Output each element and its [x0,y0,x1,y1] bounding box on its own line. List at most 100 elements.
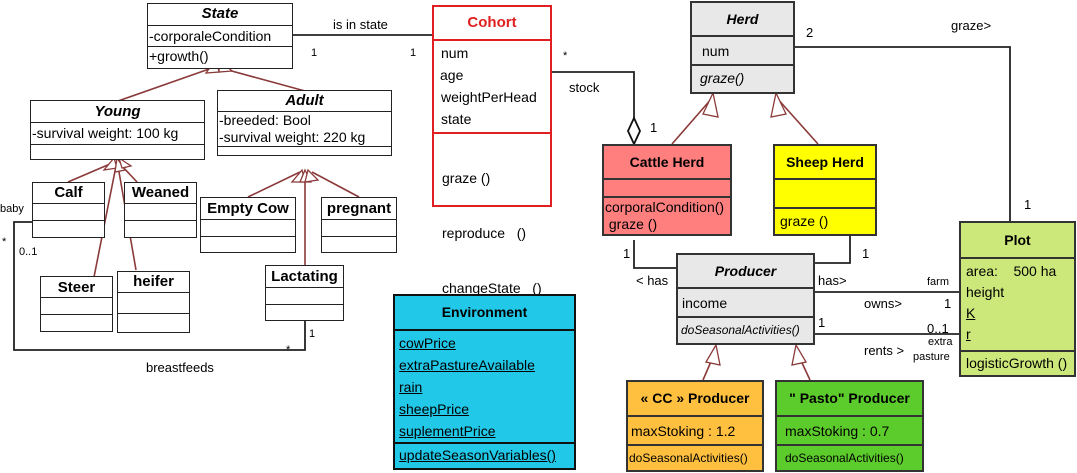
class-plot[interactable]: Plot area: 500 ha height K r logisticGro… [959,221,1076,377]
method: doSeasonalActivities() [785,451,904,465]
multiplicity: 1 [1024,197,1032,212]
aggregation-diamond [627,115,641,147]
class-herd[interactable]: Herd num graze() [690,1,795,94]
class-cohort[interactable]: Cohort num age weightPerHead state graze… [432,5,552,295]
gen-sheep-herd [775,96,819,145]
method: doSeasonalActivities() [629,451,748,465]
attribute: suplementPrice [399,423,496,439]
attributes-compartment: -breeded: Bool -survival weight: 220 kg [218,112,391,147]
assoc-label-rents: rents > [864,343,905,358]
class-adult[interactable]: Adult -breeded: Bool -survival weight: 2… [217,90,392,156]
method: graze() [700,70,745,86]
gen-steer-young [93,165,117,278]
method: graze () [605,216,658,232]
attribute: K [966,305,976,321]
class-pregnant[interactable]: pregnant [321,197,397,253]
attributes-compartment [604,180,730,198]
method: updateSeasonVariables() [399,447,556,463]
class-name: Producer [678,255,813,289]
multiplicity: * [2,236,7,248]
class-name: Calf [33,183,104,204]
class-heifer[interactable]: heifer [117,271,190,333]
class-name: « CC » Producer [628,382,762,417]
multiplicity: 1 [309,328,316,340]
assoc-label-graze: graze> [951,18,992,33]
class-sheep-herd[interactable]: Sheep Herd graze () [773,144,877,236]
attributes-compartment [41,298,112,315]
triangle-young-3 [117,156,133,169]
triangle-herd-cattle [702,90,719,118]
methods-compartment [125,221,196,236]
attribute: income [678,289,813,318]
methods-compartment [31,145,204,159]
class-weaned[interactable]: Weaned [124,182,197,238]
triangle-herd-sheep [770,90,787,118]
attributes-compartment [125,204,196,221]
attribute: -survival weight: 100 kg [31,123,204,145]
class-name: Young [31,101,204,123]
attributes-compartment [266,288,343,305]
class-name: pregnant [322,198,396,220]
class-environment[interactable]: Environment cowPrice extraPastureAvailab… [393,294,576,470]
class-young[interactable]: Young -survival weight: 100 kg [30,100,205,160]
class-cattle-herd[interactable]: Cattle Herd corporalCondition() graze () [602,144,732,236]
class-state[interactable]: State -corporaleCondition +growth() [147,3,293,69]
multiplicity: * [286,344,291,356]
gen-emptycow-adult [247,171,301,198]
multiplicity: 1 [862,246,870,261]
methods-compartment [218,147,391,155]
class-name: Plot [961,223,1074,259]
class-name: State [148,4,292,26]
assoc-stock [551,71,635,120]
class-pasto-producer[interactable]: " Pasto" Producer maxStoking : 0.7 doSea… [775,380,924,472]
multiplicity: 1 [311,47,318,59]
class-steer[interactable]: Steer [40,276,113,332]
method: changeState () [442,280,542,296]
attribute: maxStoking : 1.2 [628,417,762,446]
triangle-young-1 [102,156,118,171]
role-extra-pasture-2: pasture [913,351,950,363]
method: logisticGrowth () [966,355,1068,371]
class-name: Lactating [266,266,343,288]
role-farm: farm [927,276,949,288]
method: reproduce () [442,225,527,241]
attribute: sheepPrice [399,401,470,417]
methods-compartment [41,315,112,330]
triangle-producer-cc [704,343,721,366]
assoc-has-sheep [815,235,851,264]
assoc-label-is-in-state: is in state [333,17,388,32]
multiplicity: 2 [806,25,814,40]
method: graze () [442,170,491,186]
attribute: cowPrice [399,335,456,351]
attributes-compartment [322,220,396,237]
methods-compartment [322,237,396,251]
role-baby: baby [0,203,24,215]
class-name: Herd [692,3,793,37]
multiplicity: 1 [410,47,417,59]
methods-compartment: corporalCondition() graze () [604,198,730,234]
class-producer[interactable]: Producer income doSeasonalActivities() [676,253,815,345]
class-calf[interactable]: Calf [32,182,105,238]
triangle-producer-pasto [791,343,808,366]
multiplicity: 0..1 [927,321,949,336]
attribute: state [441,111,472,127]
class-name: heifer [118,272,189,293]
assoc-label-has-sheep: has> [818,273,847,288]
attribute: -survival weight: 220 kg [219,129,366,145]
attributes-compartment: num age weightPerHead state [434,41,550,134]
gen-cattle-herd [671,96,714,145]
assoc-graze [795,46,1011,221]
method: doSeasonalActivities() [681,323,800,337]
class-name: Cattle Herd [604,146,730,180]
class-name: Cohort [434,7,550,41]
class-lactating[interactable]: Lactating [265,265,344,321]
multiplicity: 1 [818,315,826,330]
methods-compartment [266,305,343,319]
class-name: Empty Cow [201,198,295,220]
class-name: Weaned [125,183,196,204]
attributes-compartment: area: 500 ha height K r [961,259,1074,352]
class-empty-cow[interactable]: Empty Cow [200,197,296,253]
class-name: " Pasto" Producer [777,382,922,417]
class-cc-producer[interactable]: « CC » Producer maxStoking : 1.2 doSeaso… [626,380,764,472]
